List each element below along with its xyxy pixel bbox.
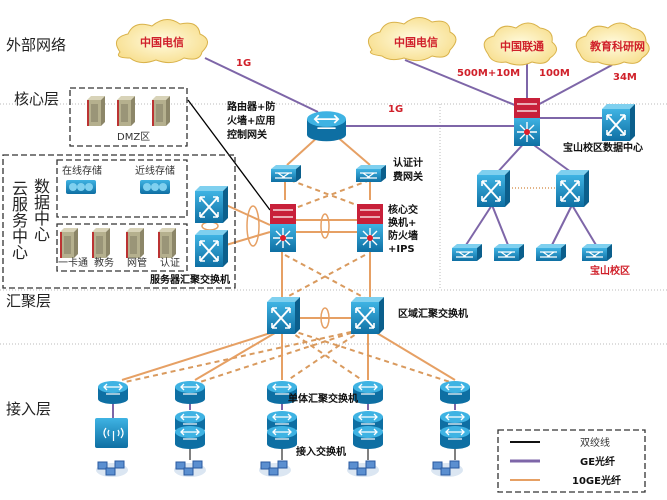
core-switch-icon	[356, 203, 384, 253]
layer-label-aggregation: 汇聚层	[6, 292, 51, 310]
svg-text:核心交: 核心交	[388, 203, 418, 216]
core-switch-label: 核心交 换机+ 防火墙 +IPS	[388, 203, 418, 255]
server-zone	[56, 223, 188, 272]
svg-text:中国联通: 中国联通	[500, 39, 544, 53]
svg-text:换机+: 换机+	[388, 216, 416, 229]
cloud-center-label: 云服务中心	[9, 180, 28, 260]
svg-text:+IPS: +IPS	[388, 244, 415, 255]
server-label: 认证	[160, 256, 180, 269]
baoshan-dc-label: 宝山校区数据中心	[563, 141, 643, 154]
bandwidth-label: 1G	[388, 104, 403, 115]
bandwidth-label: 34M	[613, 72, 637, 83]
server-label: 网管	[127, 256, 147, 269]
bandwidth-label: 500M+10M	[457, 68, 520, 79]
server-agg-switch-icon	[194, 229, 229, 268]
server-label: 一卡通	[58, 256, 88, 269]
server-agg-switch-label: 服务器汇聚交换机	[150, 273, 230, 286]
core-switch-icon	[269, 203, 297, 253]
single-agg-switch-label: 单体汇聚交换机	[288, 392, 358, 405]
pc-group-icon	[430, 460, 464, 478]
dmz-zone	[69, 87, 188, 147]
auth-gateway-icon	[355, 164, 387, 183]
server-icon	[92, 228, 110, 258]
layer-label-external: 外部网络	[6, 36, 66, 54]
single-agg-switch-icon	[174, 380, 206, 405]
bandwidth-label: 100M	[539, 68, 570, 79]
dmz-label: DMZ区	[117, 131, 150, 143]
access-switch-stack-icon	[353, 411, 383, 449]
baoshan-access-switch-icon	[535, 243, 567, 262]
wireless-ap-icon	[95, 418, 128, 448]
single-agg-switch-icon	[439, 380, 471, 405]
svg-text:路由器+防: 路由器+防	[227, 100, 275, 113]
pc-group-icon	[258, 460, 292, 478]
server-agg-switch-icon	[194, 185, 229, 224]
auth-gateway-icon	[270, 164, 302, 183]
links	[112, 57, 613, 460]
access-switch-stack-icon	[175, 411, 205, 449]
server-icon	[60, 228, 78, 258]
server-icon	[87, 96, 105, 126]
region-agg-switch-icon	[350, 296, 385, 335]
svg-text:中国电信: 中国电信	[140, 35, 184, 49]
pc-group-icon	[173, 460, 207, 478]
layer-label-access: 接入层	[6, 400, 51, 418]
server-icon	[158, 228, 176, 258]
baoshan-agg-switch-icon	[555, 169, 590, 208]
access-switch-label: 接入交换机	[296, 445, 346, 458]
svg-text:防火墙: 防火墙	[388, 229, 418, 242]
cloud-service-center-zone	[2, 154, 236, 289]
server-label: 教务	[94, 256, 114, 269]
bandwidth-label: 1G	[236, 58, 251, 69]
access-switch-stack-icon	[267, 411, 297, 449]
svg-text:教育科研网: 教育科研网	[589, 39, 645, 53]
data-center-label: 数据中心	[31, 178, 50, 242]
cloud-china-telecom-right: 中国电信	[367, 17, 457, 62]
baoshan-dc-switch-icon	[601, 103, 636, 142]
svg-text:中国电信: 中国电信	[394, 35, 438, 49]
baoshan-access-switch-icon	[493, 243, 525, 262]
region-agg-switch-label: 区域汇聚交换机	[398, 307, 468, 320]
router-label: 路由器+防 火墙+应用 控制网关	[227, 100, 275, 141]
baoshan-access-switch-icon	[451, 243, 483, 262]
layer-label-core: 核心层	[14, 90, 59, 108]
access-switch-stack-icon	[440, 411, 470, 449]
pc-group-icon	[95, 460, 129, 478]
storage-icon	[66, 180, 96, 194]
single-agg-switch-icon	[97, 380, 129, 405]
auth-gateway-label: 认证计	[393, 156, 423, 169]
cloud-china-telecom-left: 中国电信	[115, 19, 208, 64]
auth-gateway-label: 费网关	[393, 170, 423, 183]
baoshan-campus-label: 宝山校区	[590, 264, 630, 277]
router-firewall-icon	[306, 110, 347, 143]
legend-ge-fiber: GE光纤	[580, 455, 615, 468]
legend-twisted-pair: 双绞线	[580, 436, 610, 449]
server-icon	[152, 96, 170, 126]
server-icon	[117, 96, 135, 126]
cloud-china-unicom: 中国联通	[483, 22, 557, 66]
legend-10ge-fiber: 10GE光纤	[572, 474, 621, 487]
online-storage-label: 在线存储	[62, 164, 102, 177]
pc-group-icon	[346, 460, 380, 478]
storage-zone	[56, 159, 188, 218]
baoshan-agg-switch-icon	[476, 169, 511, 208]
storage-icon	[140, 180, 170, 194]
cloud-cernet: 教育科研网	[575, 22, 650, 66]
svg-text:火墙+应用: 火墙+应用	[227, 114, 275, 127]
svg-text:控制网关: 控制网关	[227, 128, 267, 141]
legend: 双绞线 GE光纤 10GE光纤	[497, 429, 646, 493]
nearline-storage-label: 近线存储	[135, 164, 175, 177]
baoshan-access-switch-icon	[581, 243, 613, 262]
baoshan-core-switch-icon	[513, 97, 541, 147]
server-icon	[126, 228, 144, 258]
region-agg-switch-icon	[266, 296, 301, 335]
